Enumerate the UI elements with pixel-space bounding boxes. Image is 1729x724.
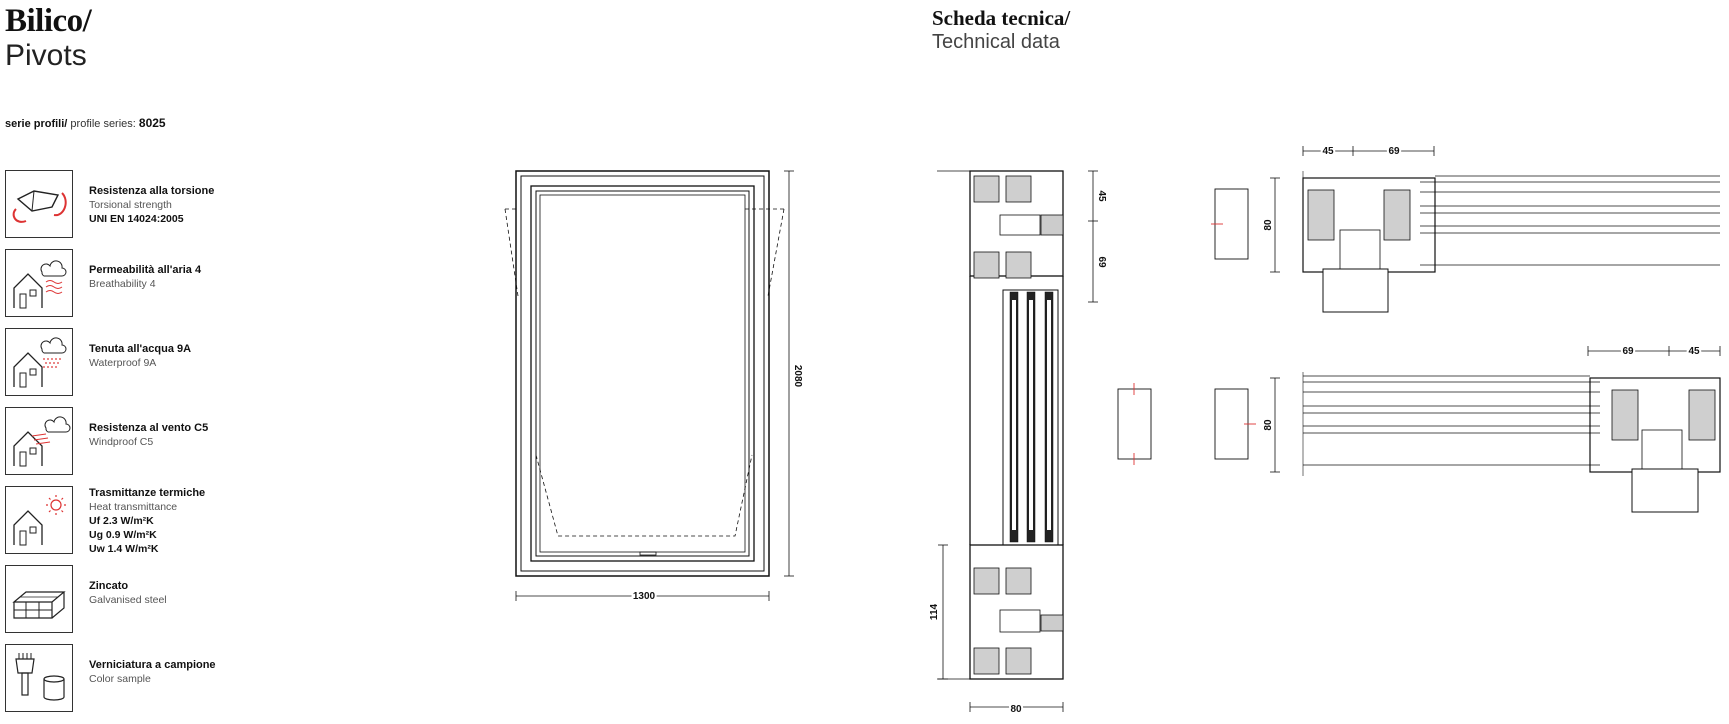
thermal-transmittance-icon bbox=[5, 486, 73, 554]
feature-label-it: Permeabilità all'aria 4 bbox=[89, 264, 202, 276]
dim-hsb-69: 69 bbox=[1622, 346, 1634, 357]
torsion-icon bbox=[5, 170, 73, 238]
feature-water-tightness: Tenuta all'acqua 9A Waterproof 9A bbox=[5, 328, 305, 398]
vertical-section-drawing bbox=[937, 170, 1098, 712]
horizontal-section-top bbox=[1270, 146, 1720, 313]
dimension-label-height: 2080 bbox=[792, 365, 803, 388]
dimension-width bbox=[515, 591, 770, 601]
page-subtitle: Pivots bbox=[5, 39, 87, 72]
section-subtitle: Technical data bbox=[932, 31, 1060, 53]
water-tightness-icon bbox=[5, 328, 73, 396]
feature-value-ug: Ug 0.9 W/m²K bbox=[89, 529, 157, 541]
horizontal-section-bottom bbox=[1270, 346, 1721, 513]
dim-vs-80: 80 bbox=[1010, 704, 1022, 715]
dim-hst-69: 69 bbox=[1388, 146, 1400, 157]
feature-thermal: Trasmittanze termiche Heat transmittance… bbox=[5, 486, 305, 556]
feature-label-en: Waterproof 9A bbox=[89, 357, 157, 369]
feature-label-it: Tenuta all'acqua 9A bbox=[89, 343, 192, 355]
dim-hsb-45: 45 bbox=[1688, 346, 1700, 357]
window-elevation bbox=[504, 170, 785, 577]
dim-hst-45: 45 bbox=[1322, 146, 1334, 157]
feature-galvanised: Zincato Galvanised steel bbox=[5, 565, 305, 635]
feature-torsion: Resistenza alla torsione Torsional stren… bbox=[5, 170, 305, 240]
feature-label-en: Color sample bbox=[89, 673, 151, 685]
series-label-it: serie profili/ bbox=[5, 118, 68, 130]
feature-label-it: Resistenza al vento C5 bbox=[89, 422, 209, 434]
dim-hsb-80: 80 bbox=[1263, 419, 1274, 431]
dim-hst-80: 80 bbox=[1263, 219, 1274, 231]
feature-label-it: Verniciatura a campione bbox=[89, 659, 216, 671]
dim-vs-45: 45 bbox=[1096, 190, 1107, 202]
feature-label-it: Zincato bbox=[89, 580, 129, 592]
feature-value-uf: Uf 2.3 W/m²K bbox=[89, 515, 154, 527]
feature-wind-resistance: Resistenza al vento C5 Windproof C5 bbox=[5, 407, 305, 477]
feature-paint: Verniciatura a campione Color sample bbox=[5, 644, 305, 714]
wind-resistance-icon bbox=[5, 407, 73, 475]
feature-value: UNI EN 14024:2005 bbox=[89, 213, 184, 225]
dim-vs-69: 69 bbox=[1096, 256, 1107, 268]
dimension-height bbox=[784, 170, 794, 577]
dimension-label-width: 1300 bbox=[633, 591, 656, 602]
feature-label-en: Breathability 4 bbox=[89, 278, 156, 290]
section-markers bbox=[1117, 188, 1256, 465]
page-title: Bilico/ bbox=[5, 3, 92, 39]
series-label-en: profile series: bbox=[70, 118, 136, 130]
section-title: Scheda tecnica/ bbox=[932, 6, 1071, 30]
feature-air-permeability: Permeabilità all'aria 4 Breathability 4 bbox=[5, 249, 305, 319]
feature-value-uw: Uw 1.4 W/m²K bbox=[89, 543, 159, 555]
series-number: 8025 bbox=[138, 116, 166, 130]
feature-label-en: Windproof C5 bbox=[89, 436, 154, 448]
paint-sample-icon bbox=[5, 644, 73, 712]
dim-vs-114: 114 bbox=[929, 603, 940, 620]
profile-series: serie profili/ profile series: 8025 bbox=[5, 116, 166, 130]
feature-label-en: Galvanised steel bbox=[89, 594, 167, 606]
feature-label-en: Torsional strength bbox=[89, 199, 172, 211]
feature-label-it: Trasmittanze termiche bbox=[89, 487, 206, 499]
galvanised-steel-icon bbox=[5, 565, 73, 633]
air-permeability-icon bbox=[5, 249, 73, 317]
feature-label-en: Heat transmittance bbox=[89, 501, 178, 513]
feature-label-it: Resistenza alla torsione bbox=[89, 185, 215, 197]
